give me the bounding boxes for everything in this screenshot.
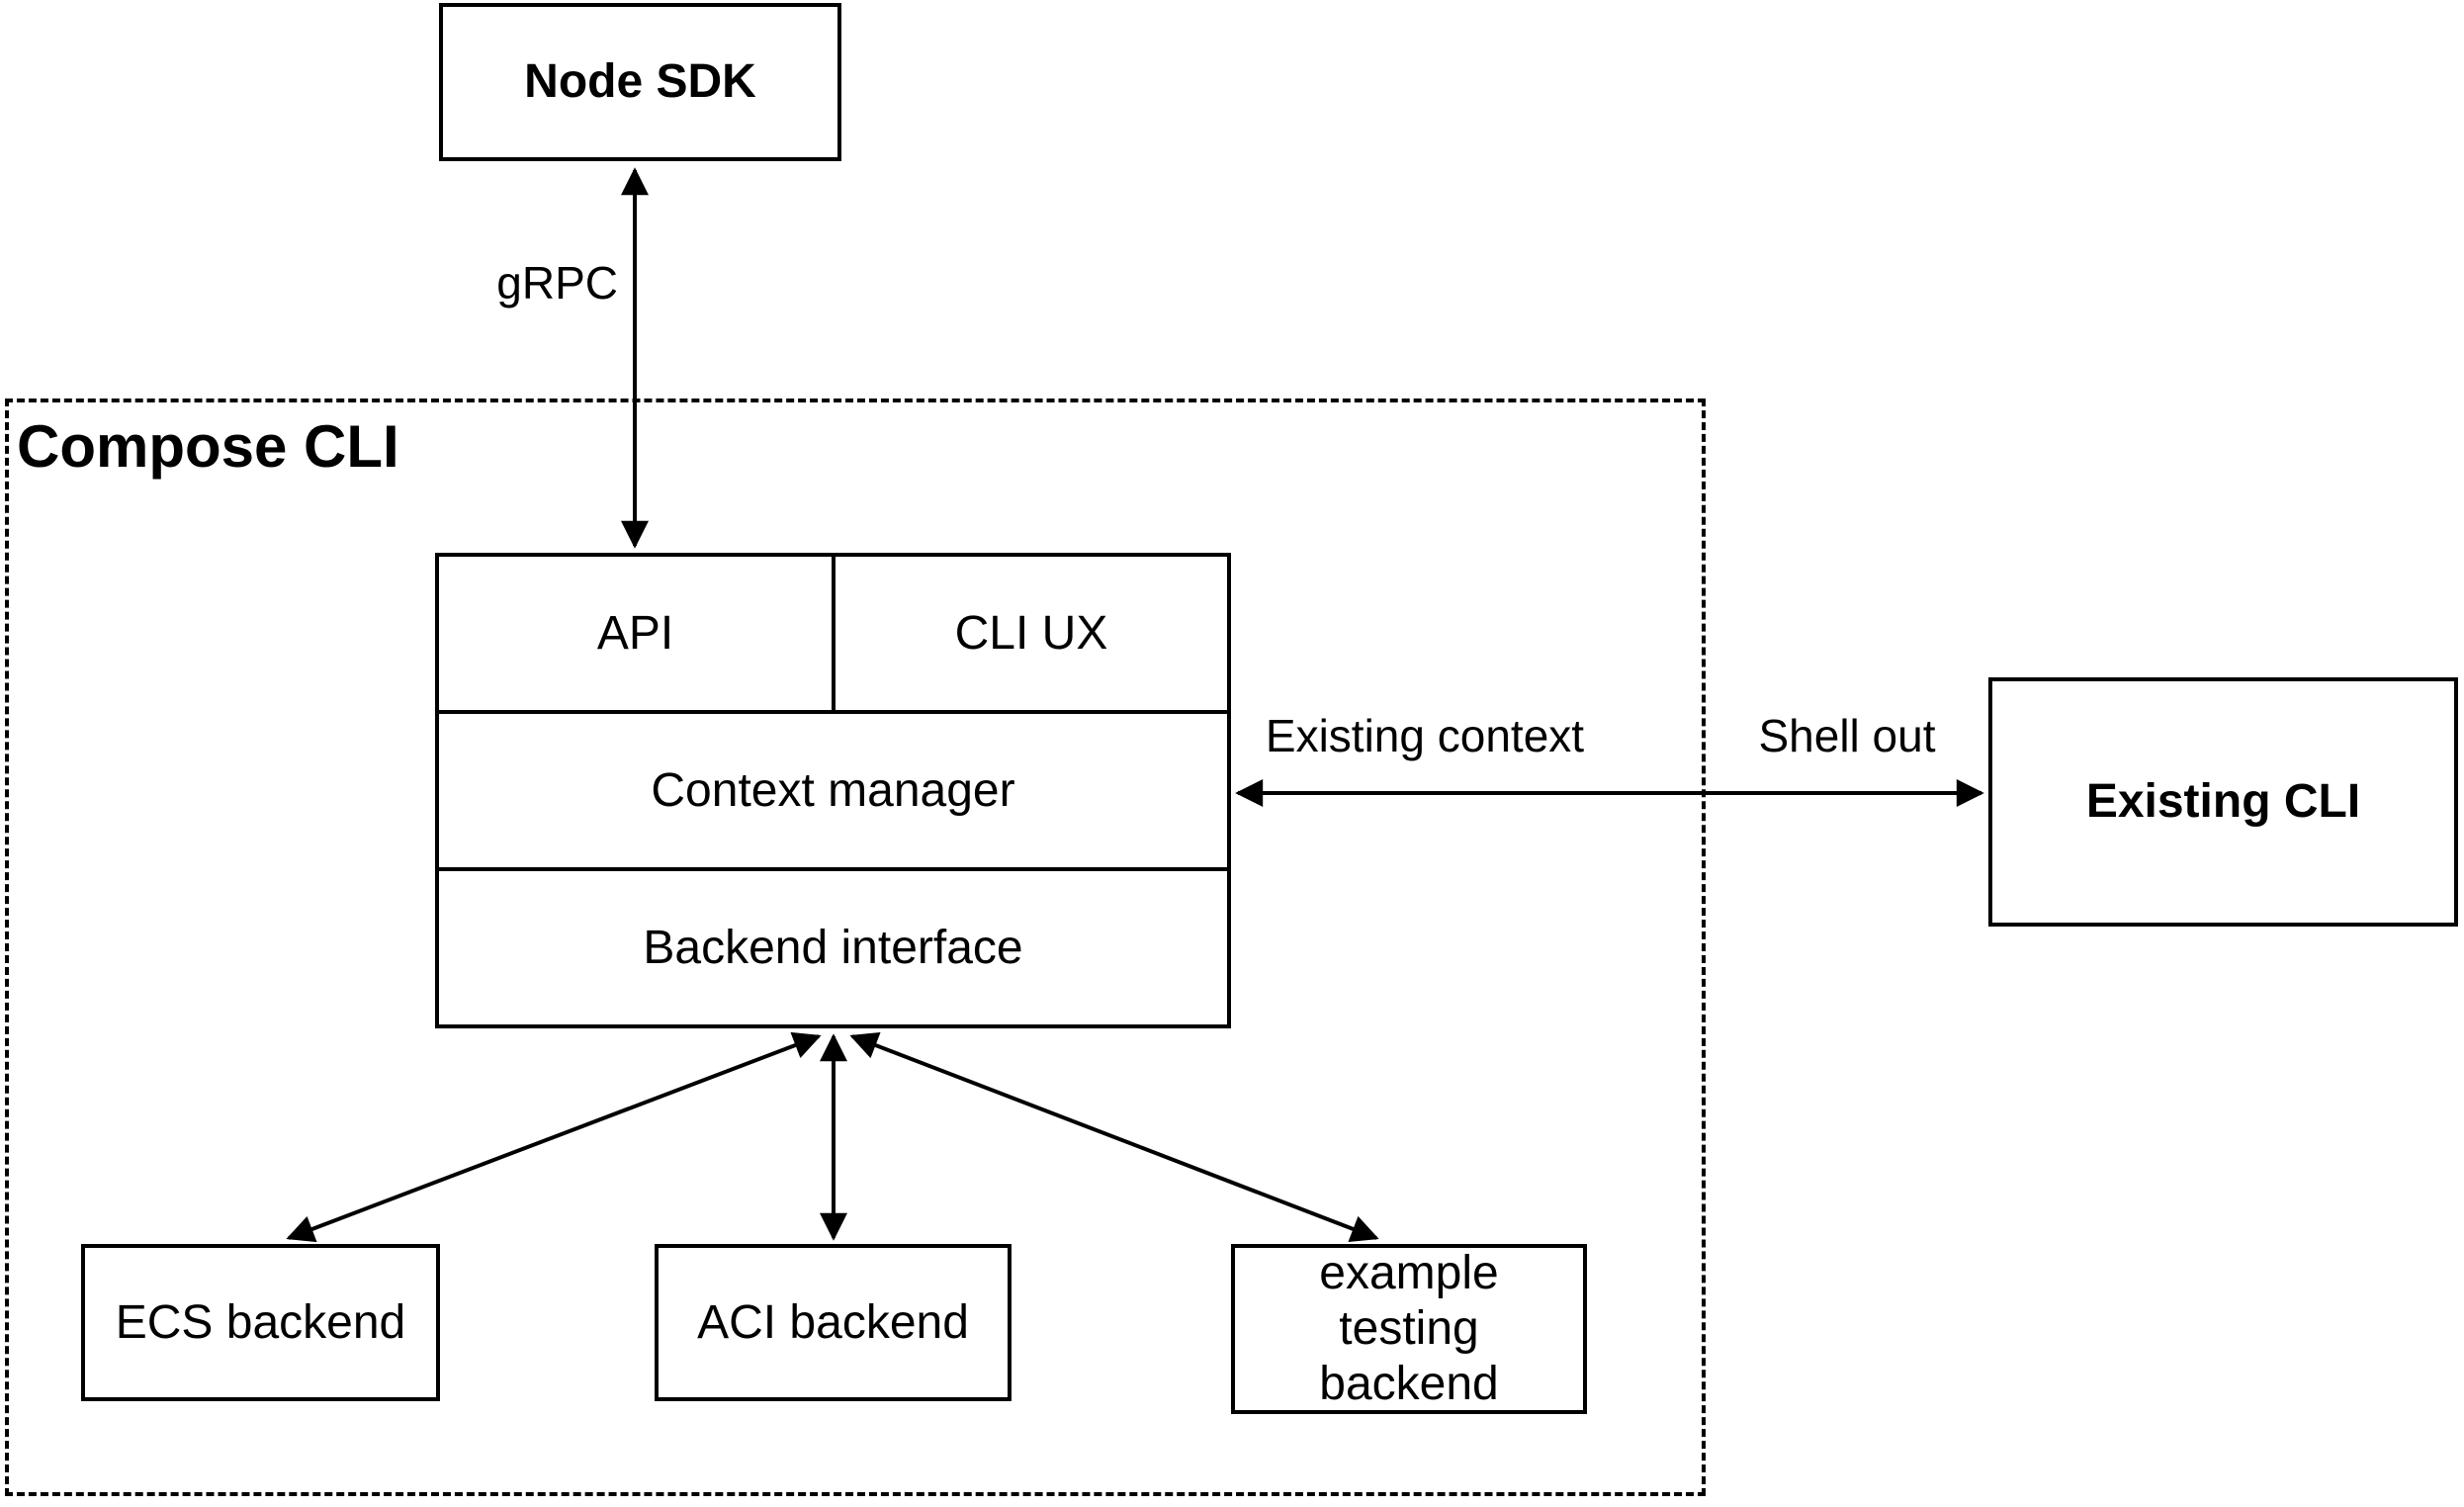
compose-cli-container: Compose CLI: [5, 399, 1706, 1496]
cli-ux-cell: CLI UX: [836, 557, 1227, 710]
backend-interface-label: Backend interface: [643, 922, 1023, 974]
grpc-edge-label: gRPC: [496, 257, 618, 309]
context-manager-label: Context manager: [651, 764, 1015, 817]
example-testing-backend-label: example testing backend: [1319, 1247, 1499, 1410]
aci-backend-box: ACI backend: [655, 1244, 1012, 1401]
cli-ux-label: CLI UX: [954, 607, 1108, 660]
ecs-backend-arrow: [286, 1031, 822, 1243]
existing-context-edge-label: Existing context: [1265, 710, 1585, 761]
node-sdk-label: Node SDK: [524, 55, 756, 108]
example-backend-arrow: [849, 1031, 1379, 1243]
api-label: API: [596, 607, 674, 660]
compose-cli-core-box: API CLI UX Context manager Backend inter…: [435, 553, 1231, 1028]
existing-cli-label: Existing CLI: [2085, 775, 2361, 828]
api-cell: API: [439, 557, 836, 710]
node-sdk-box: Node SDK: [439, 3, 841, 161]
shell-out-edge-label: Shell out: [1758, 710, 1936, 761]
aci-backend-label: ACI backend: [697, 1295, 969, 1349]
ecs-backend-label: ECS backend: [115, 1295, 406, 1349]
existing-cli-box: Existing CLI: [1988, 677, 2458, 927]
ecs-backend-box: ECS backend: [81, 1244, 440, 1401]
api-cliux-row: API CLI UX: [439, 557, 1227, 714]
example-testing-backend-box: example testing backend: [1231, 1244, 1587, 1414]
context-manager-cell: Context manager: [439, 714, 1227, 871]
compose-cli-label: Compose CLI: [17, 413, 399, 480]
backend-interface-cell: Backend interface: [439, 871, 1227, 1024]
